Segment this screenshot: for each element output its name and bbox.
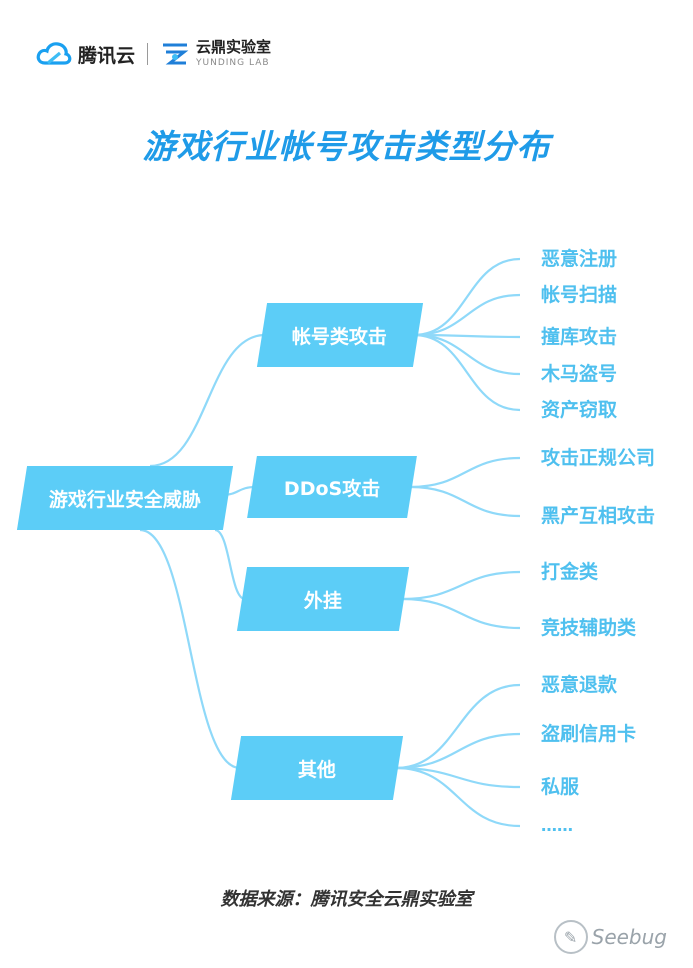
lab-name-cn: 云鼎实验室 xyxy=(196,38,272,56)
link-category-2-leaf-1 xyxy=(401,597,521,630)
root-node: 游戏行业安全威胁 xyxy=(16,466,234,530)
link-category-0-leaf-2 xyxy=(413,333,521,339)
leaf-trojan-account-theft: 木马盗号 xyxy=(541,363,618,385)
root-node-label: 游戏行业安全威胁 xyxy=(48,488,201,511)
leaf-account-scanning: 帐号扫描 xyxy=(541,284,618,306)
cloud-icon xyxy=(36,42,72,65)
link-category-2-leaf-0 xyxy=(401,570,521,601)
header: 腾讯云 云鼎实验室 YUNDING LAB xyxy=(36,34,271,74)
category-node-cheats: 外挂 xyxy=(236,567,410,631)
data-source-footer: 数据来源：腾讯安全云鼎实验室 xyxy=(220,889,473,910)
link-category-3-leaf-1 xyxy=(395,732,521,770)
leaf-credit-card-fraud: 盗刷信用卡 xyxy=(541,723,637,745)
yunding-lab-icon xyxy=(163,43,189,65)
leaf-malicious-registration: 恶意注册 xyxy=(541,248,618,270)
link-category-3-leaf-3 xyxy=(395,766,521,828)
seebug-logo-icon: ✎ xyxy=(553,920,588,954)
leaf-malicious-refund: 恶意退款 xyxy=(541,674,618,696)
leaf-ellipsis: …… xyxy=(541,816,573,835)
leaf-asset-theft: 资产窃取 xyxy=(541,399,618,421)
category-node-ddos: DDoS攻击 xyxy=(247,456,417,518)
link-category-0-leaf-4 xyxy=(413,333,521,412)
category-node-account-attacks: 帐号类攻击 xyxy=(256,303,424,367)
leaf-competitive-assist: 竞技辅助类 xyxy=(541,617,637,639)
category-node-other: 其他 xyxy=(230,736,404,800)
link-category-1-leaf-1 xyxy=(409,485,521,518)
diagram-title: 游戏行业帐号攻击类型分布 xyxy=(142,127,551,166)
tencent-cloud-logo: 腾讯云 xyxy=(36,41,135,68)
lab-name-en: YUNDING LAB xyxy=(196,58,270,68)
brand-name: 腾讯云 xyxy=(78,44,136,67)
link-category-0-leaf-1 xyxy=(413,293,521,337)
category-label: DDoS攻击 xyxy=(283,477,381,500)
category-label: 外挂 xyxy=(303,589,342,612)
link-category-0-leaf-0 xyxy=(413,257,521,337)
link-root-to-account-attacks xyxy=(149,333,266,468)
leaf-private-server: 私服 xyxy=(541,776,580,798)
yunding-lab-logo: 云鼎实验室 YUNDING LAB xyxy=(160,40,271,68)
watermark-text: Seebug xyxy=(591,925,667,949)
link-category-1-leaf-0 xyxy=(409,456,521,489)
link-category-3-leaf-2 xyxy=(395,766,521,789)
leaf-gold-farming: 打金类 xyxy=(541,561,599,583)
link-category-0-leaf-3 xyxy=(413,333,521,376)
category-label: 其他 xyxy=(297,758,336,781)
link-root-to-cheats xyxy=(214,528,246,601)
header-divider xyxy=(147,43,149,65)
leaf-credential-stuffing: 撞库攻击 xyxy=(541,326,618,348)
link-category-3-leaf-0 xyxy=(395,683,521,770)
leaf-blackmarket-mutual-attacks: 黑产互相攻击 xyxy=(541,505,656,527)
watermark: ✎ Seebug xyxy=(553,920,667,954)
link-root-to-other xyxy=(139,528,241,770)
leaf-attack-legit-companies: 攻击正规公司 xyxy=(541,447,656,469)
category-label: 帐号类攻击 xyxy=(292,325,388,348)
